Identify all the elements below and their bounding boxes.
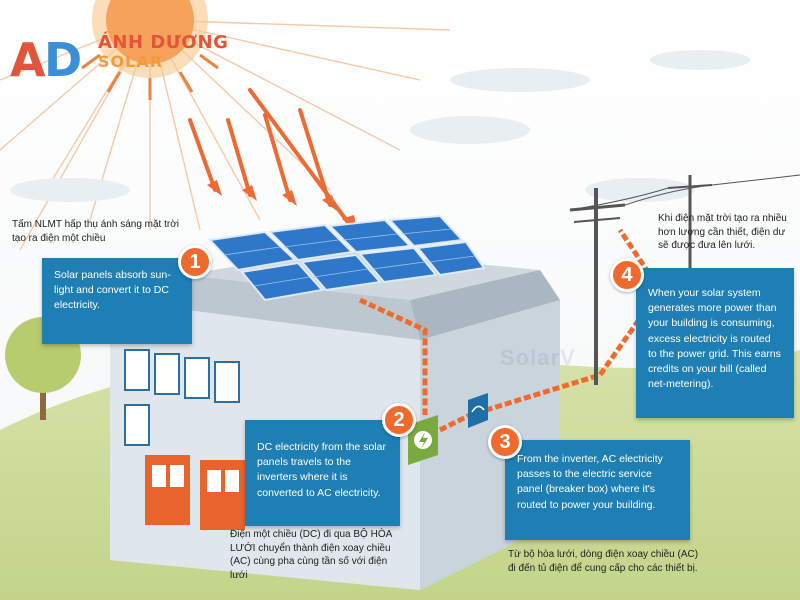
step-1-card: Solar panels absorb sun-light and conver…	[42, 258, 192, 344]
step-1-badge: 1	[178, 245, 212, 279]
brand-name: ÁNH DƯƠNG	[98, 32, 229, 53]
step-1-vi-caption: Tấm NLMT hấp thụ ánh sáng mặt trời tạo r…	[12, 219, 180, 244]
step-3-card: From the inverter, AC electricity passes…	[505, 440, 690, 540]
step-2-vi-caption: Điện một chiều (DC) đi qua BỘ HÒA LƯỚI c…	[230, 529, 392, 581]
step-4-text: When your solar system generates more po…	[648, 287, 781, 391]
step-4-vi-caption: Khi điện mặt trời tạo ra nhiều hơn lượng…	[658, 213, 787, 251]
watermark: SolarV	[500, 345, 576, 370]
step-2-text: DC electricity from the solar panels tra…	[257, 441, 386, 499]
svg-text:D: D	[44, 33, 82, 87]
step-4-card: When your solar system generates more po…	[636, 268, 794, 418]
inverter-icon	[408, 415, 438, 465]
step-3-vi-caption: Từ bộ hòa lưới, dòng điện xoay chiều (AC…	[508, 549, 699, 574]
step-4-badge: 4	[610, 258, 644, 292]
clouds	[10, 50, 750, 202]
service-panel-icon	[468, 393, 488, 428]
svg-text:A: A	[10, 33, 46, 87]
brand-logo: ÁNH DƯƠNG SOLAR	[98, 34, 228, 70]
sun-icon	[81, 0, 219, 100]
step-1-text: Solar panels absorb sun-light and conver…	[54, 269, 171, 312]
brand-tagline: SOLAR	[98, 52, 164, 71]
panel-grid	[223, 228, 476, 287]
step-2-card: DC electricity from the solar panels tra…	[245, 420, 400, 526]
step-2-badge: 2	[382, 403, 416, 437]
logo-mark: A D	[10, 33, 82, 87]
step-3-text: From the inverter, AC electricity passes…	[517, 453, 663, 511]
step-3-badge: 3	[488, 425, 522, 459]
